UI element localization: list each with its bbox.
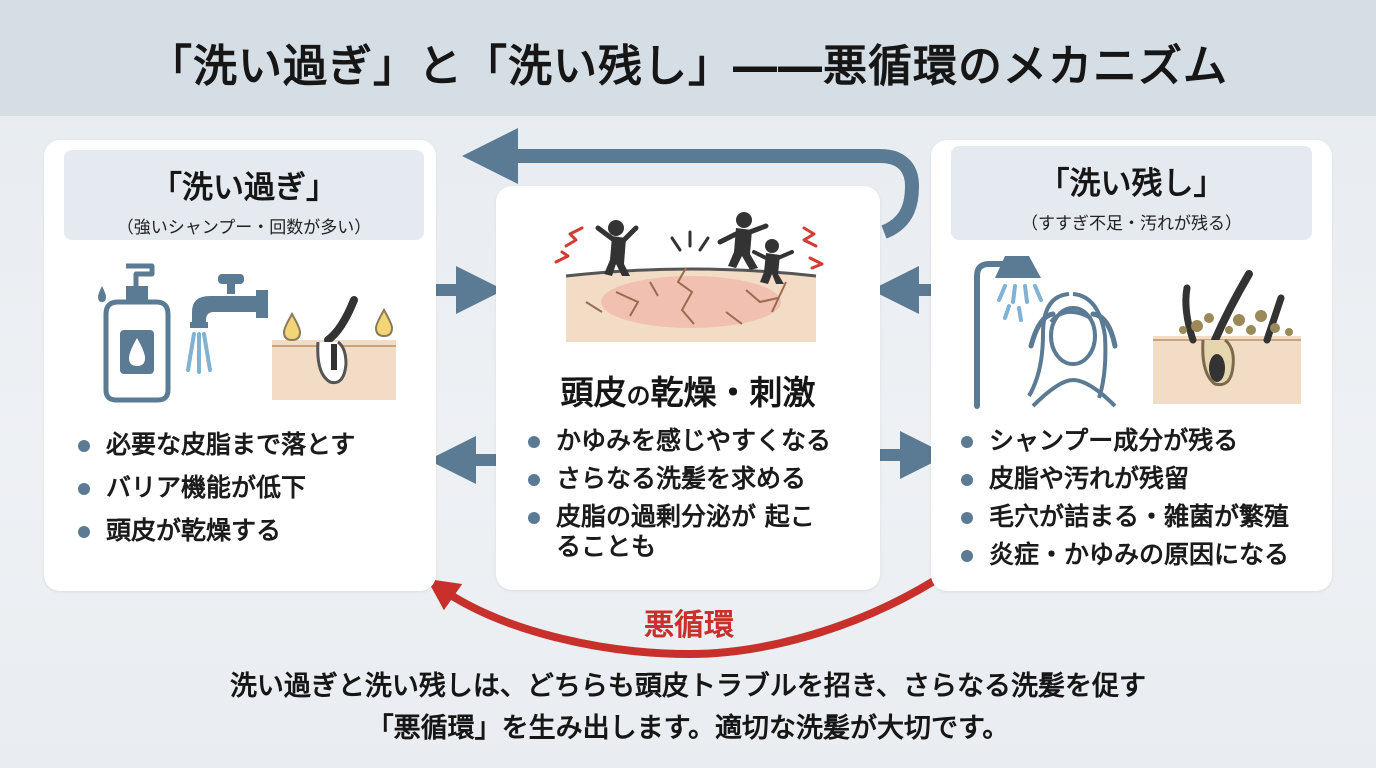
list-item: 皮脂や汚れが残留 [959, 464, 1289, 494]
list-item: さらなる洗髪を求める [526, 464, 866, 494]
page-title: 「洗い過ぎ」と「洗い残し」――悪循環のメカニズム [148, 41, 1228, 92]
over-washing-effects: 必要な皮脂まで落とす バリア機能が低下 頭皮が乾燥する [76, 430, 355, 559]
dry-hair-follicle-icon [272, 296, 396, 400]
faucet-icon [186, 274, 268, 374]
title-part: 乾燥・刺激 [650, 373, 816, 412]
vicious-cycle-label: 悪循環 [644, 608, 734, 643]
summary-line: 洗い過ぎと洗い残しは、どちらも頭皮トラブルを招き、さらなる洗髪を促す [229, 671, 1147, 702]
summary-text: 洗い過ぎと洗い残しは、どちらも頭皮トラブルを招き、さらなる洗髪を促す 「悪循環」… [0, 666, 1376, 750]
list-item: 必要な皮脂まで落とす [76, 430, 355, 460]
scalp-dryness-effects: かゆみを感じやすくなる さらなる洗髪を求める 皮脂の過剰分泌が 起こることも [526, 426, 866, 570]
title-part: 頭皮 [560, 373, 627, 412]
under-rinsing-header: 「洗い残し」 （すすぎ不足・汚れが残る） [951, 146, 1312, 240]
under-rinsing-subtitle: （すすぎ不足・汚れが残る） [1021, 214, 1242, 234]
title-band [0, 0, 1376, 116]
list-item: 毛穴が詰まる・雑菌が繁殖 [959, 502, 1289, 532]
list-item: 炎症・かゆみの原因になる [959, 540, 1289, 570]
scalp-dryness-title: 頭皮の乾燥・刺激 [496, 366, 880, 414]
clogged-follicle-icon [1153, 270, 1301, 404]
scalp-dryness-panel: 頭皮の乾燥・刺激 かゆみを感じやすくなる さらなる洗髪を求める 皮脂の過剰分泌が… [496, 186, 880, 590]
over-washing-panel: 「洗い過ぎ」 （強いシャンプー・回数が多い） 必要な皮脂まで落とす バリア機能が… [44, 140, 436, 591]
list-item: 皮脂の過剰分泌が 起こることも [526, 502, 816, 562]
top-loop-arrow [462, 128, 920, 239]
over-washing-title: 「洗い過ぎ」 [151, 170, 337, 206]
under-rinsing-panel: 「洗い残し」 （すすぎ不足・汚れが残る） シャンプー成分が残る 皮脂や汚れが残留… [931, 140, 1332, 591]
irritated-scalp-icon [554, 212, 824, 342]
list-item: バリア機能が低下 [76, 473, 355, 503]
summary-line: 「悪循環」を生み出します。適切な洗髪が大切です。 [366, 713, 1010, 744]
under-rinsing-effects: シャンプー成分が残る 皮脂や汚れが残留 毛穴が詰まる・雑菌が繁殖 炎症・かゆみの… [959, 426, 1289, 578]
title-particle: の [626, 382, 651, 410]
over-washing-subtitle: （強いシャンプー・回数が多い） [116, 218, 372, 238]
under-rinsing-title: 「洗い残し」 [1038, 166, 1225, 202]
list-item: 頭皮が乾燥する [76, 516, 355, 546]
list-item: シャンプー成分が残る [959, 426, 1289, 456]
over-washing-header: 「洗い過ぎ」 （強いシャンプー・回数が多い） [64, 150, 424, 240]
shampoo-bottle-icon [98, 263, 171, 403]
list-item: かゆみを感じやすくなる [526, 426, 866, 456]
vicious-cycle-arrow [426, 568, 951, 659]
shower-person-icon [974, 256, 1118, 409]
